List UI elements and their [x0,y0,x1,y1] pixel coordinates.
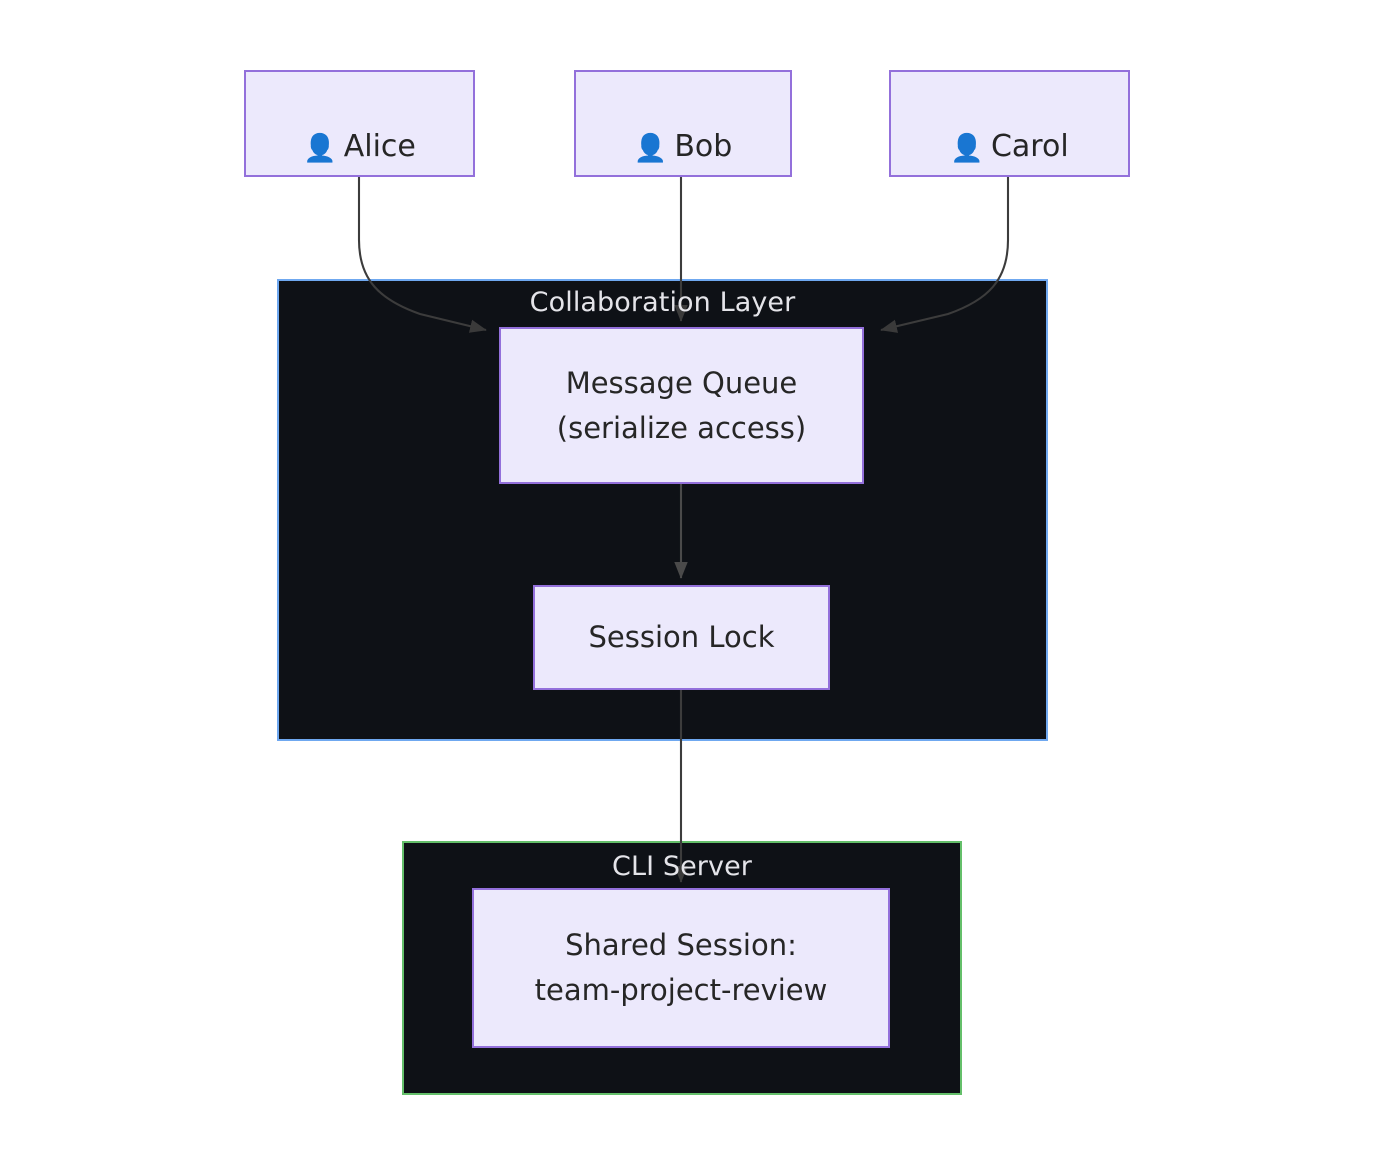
person-icon: 👤 [303,132,337,164]
subgraph-title-collaboration-layer: Collaboration Layer [529,287,796,318]
node-message-queue[interactable]: Message Queue (serialize access) [499,327,864,484]
person-icon: 👤 [633,132,668,164]
node-session-lock-label: Session Lock [588,620,775,655]
node-alice[interactable]: 👤Alice [244,70,475,177]
node-bob-text: Bob [674,128,733,164]
node-bob[interactable]: 👤Bob [574,70,792,177]
node-carol[interactable]: 👤Carol [889,70,1130,177]
node-bob-label: 👤Bob [628,77,739,170]
person-icon: 👤 [950,132,984,164]
node-alice-label: 👤Alice [297,77,422,170]
node-message-queue-label: Message Queue (serialize access) [556,365,807,445]
node-carol-text: Carol [990,128,1069,164]
node-session-lock[interactable]: Session Lock [533,585,830,690]
node-shared-session-label: Shared Session: team-project-review [534,928,828,1007]
node-shared-session[interactable]: Shared Session: team-project-review [472,888,890,1048]
node-carol-label: 👤Carol [944,77,1074,170]
subgraph-title-cli-server: CLI Server [612,851,752,882]
node-alice-text: Alice [343,128,416,164]
